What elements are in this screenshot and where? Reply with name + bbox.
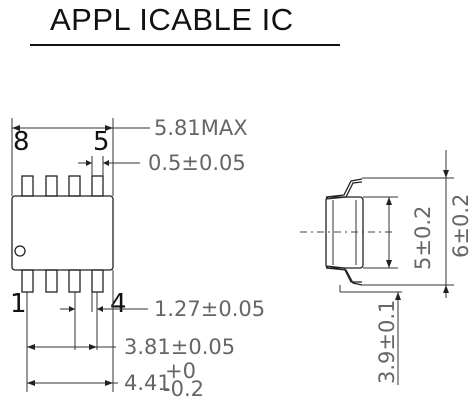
dim-lead-width: 0.5±0.05 (148, 151, 246, 175)
dim-body-thickness: 3.9±0.1 (375, 300, 399, 384)
dim-body-length-tol-plus: +0 (165, 359, 196, 383)
dim-overall-length: 5.81MAX (154, 116, 248, 140)
lead-3 (68, 269, 81, 293)
lead-7 (45, 175, 58, 197)
bottom-leads (21, 269, 104, 293)
dim-body-length: 4.41 (124, 371, 171, 395)
page-title: APPL ICABLE IC (50, 2, 294, 37)
top-leads (21, 175, 104, 197)
dim-pitch: 1.27±0.05 (154, 297, 265, 321)
pin-label-8: 8 (13, 127, 30, 157)
front-view: 8 5 1 4 5.81MAX 0.5±0.05 1.27±0.05 (10, 116, 265, 401)
title-underline (30, 44, 340, 46)
lead-8 (21, 175, 34, 197)
pin1-marker (14, 245, 26, 257)
dim-body-length-tol-minus: -0.2 (163, 377, 204, 401)
ic-body (11, 195, 114, 271)
pin-label-4: 4 (110, 289, 127, 319)
pin-label-1: 1 (10, 289, 27, 319)
pin-label-5: 5 (93, 127, 110, 157)
dim-lead-span: 3.81±0.05 (124, 335, 235, 359)
lead-5 (91, 175, 104, 197)
lead-6 (68, 175, 81, 197)
side-view: 5±0.2 6±0.2 3.9±0.1 (300, 150, 473, 385)
dim-overall-width: 6±0.2 (449, 194, 473, 258)
lead-4 (91, 269, 104, 293)
dim-body-width: 5±0.2 (411, 206, 435, 270)
lead-2 (45, 269, 58, 293)
